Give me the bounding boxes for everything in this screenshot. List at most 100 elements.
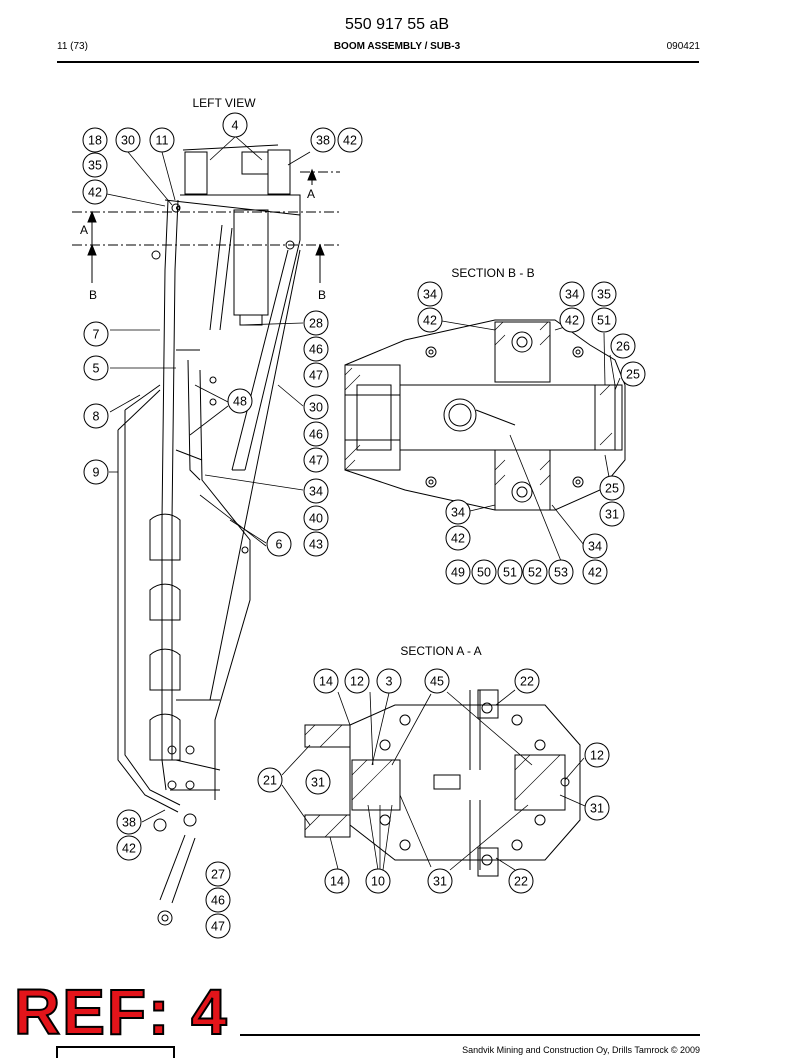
left-view-drawing	[72, 144, 340, 926]
callout-number: 48	[233, 395, 247, 409]
document-number: 550 917 55 aB	[344, 16, 450, 33]
callout-balloon	[149, 127, 175, 153]
callout-balloon	[115, 127, 141, 153]
callout-number: 42	[588, 566, 602, 580]
callout-number: 27	[211, 868, 225, 882]
callout-balloon	[205, 861, 231, 887]
callout-balloon	[303, 531, 329, 557]
callout-balloon	[303, 336, 329, 362]
callout-number: 12	[590, 749, 604, 763]
callout-number: 14	[330, 875, 344, 889]
callout-balloon	[83, 459, 109, 485]
callout-number: 51	[597, 314, 611, 328]
callout-number: 46	[309, 343, 323, 357]
callout-balloon	[445, 499, 471, 525]
callout-number: 31	[311, 776, 325, 790]
callout-number: 52	[528, 566, 542, 580]
callout-number: 46	[211, 894, 225, 908]
sandvik-logo	[56, 1046, 175, 1058]
callout-balloon	[376, 668, 402, 694]
callout-number: 14	[319, 675, 333, 689]
callout-balloon	[514, 668, 540, 694]
callout-balloon	[548, 559, 574, 585]
callout-number: 38	[122, 816, 136, 830]
section-marker-a-top: A	[307, 187, 315, 201]
callout-number: 25	[605, 482, 619, 496]
callout-balloon	[82, 152, 108, 178]
callout-balloon	[559, 281, 585, 307]
callout-balloon	[522, 559, 548, 585]
callout-number: 53	[554, 566, 568, 580]
callout-number: 25	[626, 368, 640, 382]
callout-balloon	[303, 394, 329, 420]
callout-balloon	[445, 525, 471, 551]
callout-balloon	[471, 559, 497, 585]
callout-number: 35	[88, 159, 102, 173]
callout-number: 42	[451, 532, 465, 546]
callout-number: 21	[263, 774, 277, 788]
callout-balloon	[205, 913, 231, 939]
callout-balloon	[599, 475, 625, 501]
callout-number: 28	[309, 317, 323, 331]
callout-balloon	[116, 835, 142, 861]
callout-balloon	[445, 559, 471, 585]
callout-number: 34	[565, 288, 579, 302]
callout-balloon	[303, 421, 329, 447]
callout-balloon	[599, 501, 625, 527]
copyright-text: Sandvik Mining and Construction Oy, Dril…	[462, 1045, 700, 1055]
callout-number: 30	[309, 401, 323, 415]
callout-number: 31	[605, 508, 619, 522]
callout-number: 7	[93, 328, 100, 342]
callout-balloon	[344, 668, 370, 694]
callout-balloon	[584, 742, 610, 768]
footer-rule	[240, 1034, 700, 1036]
callout-balloon	[508, 868, 534, 894]
callout-balloon	[497, 559, 523, 585]
callout-balloon	[310, 127, 336, 153]
callout-balloon	[582, 559, 608, 585]
callout-number: 6	[276, 538, 283, 552]
callout-balloon	[82, 127, 108, 153]
callout-number: 34	[588, 540, 602, 554]
callout-number: 30	[121, 134, 135, 148]
callout-number: 40	[309, 512, 323, 526]
callout-balloon	[303, 505, 329, 531]
callout-number: 46	[309, 428, 323, 442]
callout-number: 12	[350, 675, 364, 689]
callout-balloon	[257, 767, 283, 793]
callout-balloon	[303, 447, 329, 473]
callout-balloon	[222, 112, 248, 138]
callout-number: 35	[597, 288, 611, 302]
callout-balloon	[83, 403, 109, 429]
callout-balloon	[582, 533, 608, 559]
section-marker-a-left: A	[80, 223, 88, 237]
callout-number: 3	[386, 675, 393, 689]
section-marker-b-right: B	[318, 288, 326, 302]
header-rule	[57, 61, 699, 63]
left-view-label: LEFT VIEW	[192, 96, 256, 110]
callout-number: 18	[88, 134, 102, 148]
callout-number: 49	[451, 566, 465, 580]
callout-balloon	[591, 281, 617, 307]
callout-balloon	[305, 769, 331, 795]
callout-number: 8	[93, 410, 100, 424]
callout-balloon	[620, 361, 646, 387]
callout-number: 47	[309, 454, 323, 468]
callout-balloon	[83, 321, 109, 347]
callout-balloon	[424, 668, 450, 694]
callout-number: 34	[423, 288, 437, 302]
callout-number: 42	[565, 314, 579, 328]
callout-balloon	[116, 809, 142, 835]
callout-number: 11	[156, 134, 169, 148]
callout-balloon	[610, 333, 636, 359]
callout-number: 10	[371, 875, 385, 889]
callout-number: 42	[88, 186, 102, 200]
reference-label: REF: 4	[13, 976, 229, 1048]
callout-balloon	[584, 795, 610, 821]
callout-number: 26	[616, 340, 630, 354]
callout-balloon	[266, 531, 292, 557]
callout-balloon	[303, 478, 329, 504]
callout-number: 31	[590, 802, 604, 816]
leader-lines	[106, 136, 621, 871]
callout-number: 51	[503, 566, 517, 580]
